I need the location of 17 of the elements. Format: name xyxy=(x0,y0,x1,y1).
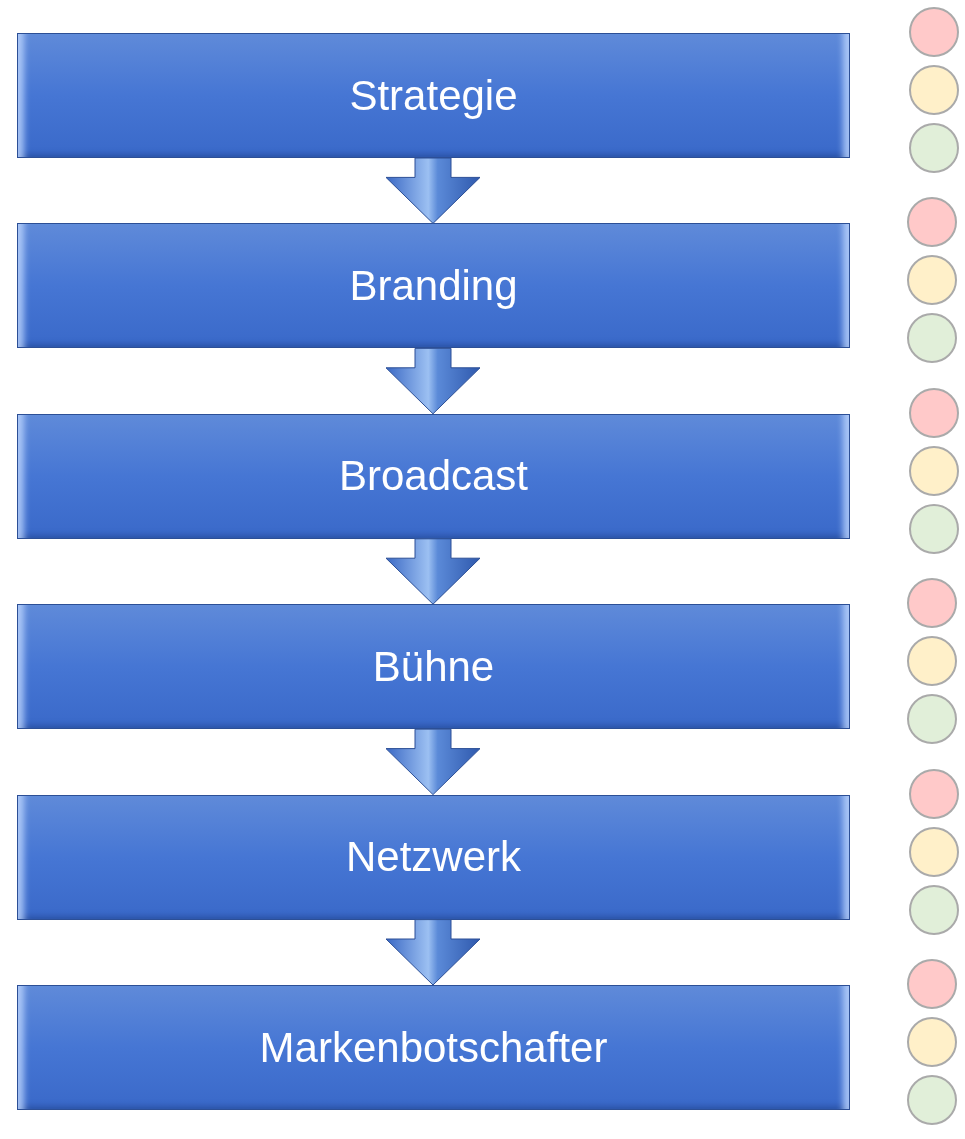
process-box xyxy=(17,33,850,158)
box-label: Branding xyxy=(349,261,518,310)
block-arrow xyxy=(385,157,481,224)
block-arrow xyxy=(385,347,481,415)
box-label: Broadcast xyxy=(338,452,529,501)
process-box xyxy=(17,794,850,920)
process-box xyxy=(17,223,850,349)
block-arrow xyxy=(385,728,481,796)
box-label: Bühne xyxy=(372,642,495,691)
box-label: Netzwerk xyxy=(345,833,521,882)
process-box xyxy=(17,413,850,539)
process-box xyxy=(17,604,850,730)
box-label: Strategie xyxy=(349,71,518,120)
box-label: Markenbotschafter xyxy=(259,1023,608,1072)
process-box xyxy=(17,985,850,1110)
block-arrow xyxy=(385,538,481,605)
block-arrow xyxy=(385,919,481,986)
